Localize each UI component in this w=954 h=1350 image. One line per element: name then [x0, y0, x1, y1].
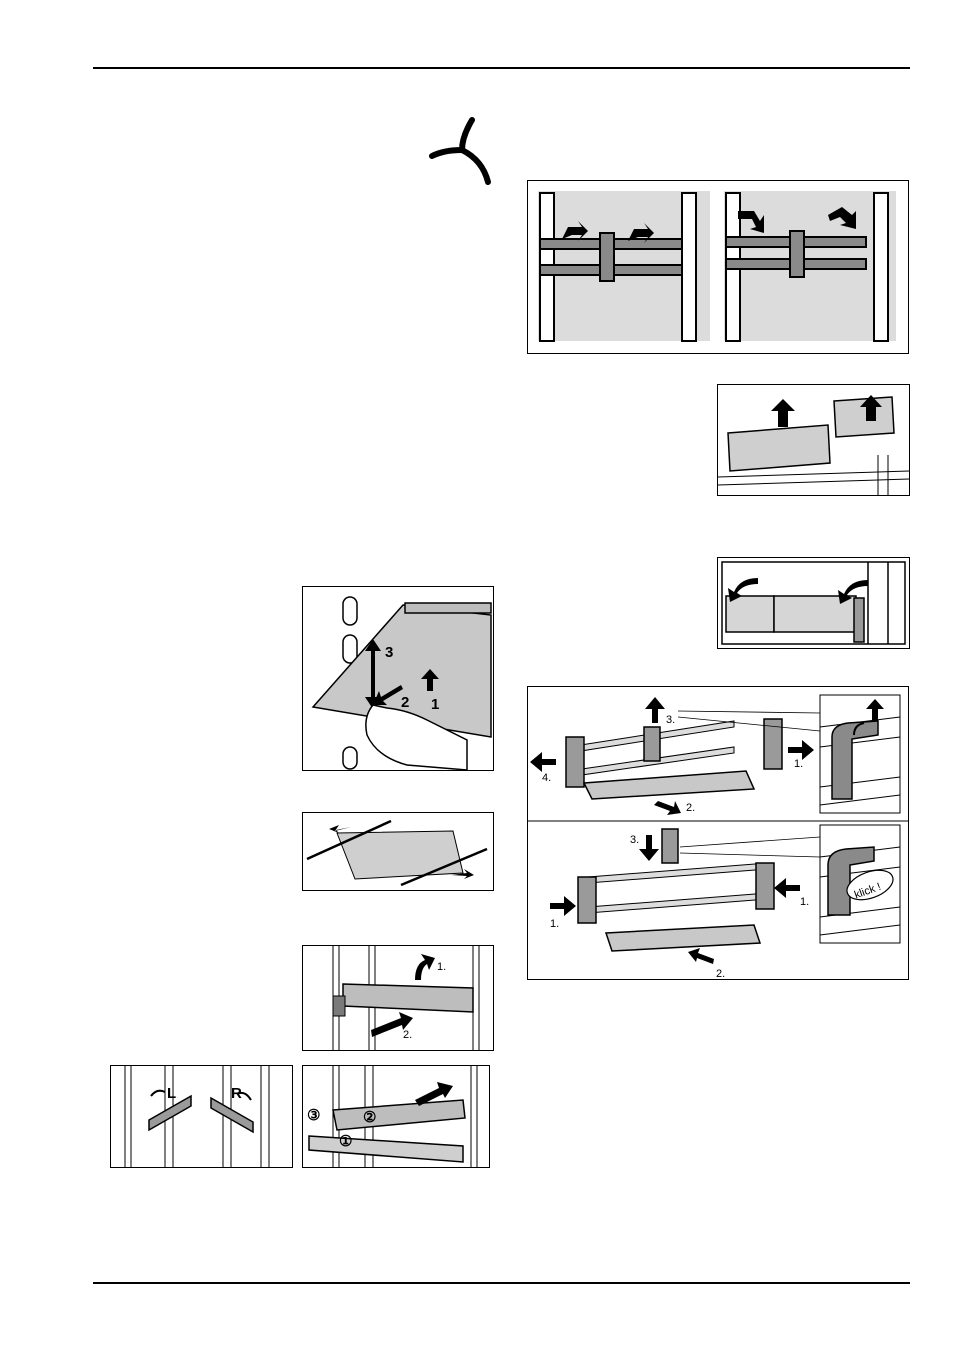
step-label: 1.	[794, 758, 803, 770]
step-label: 4.	[542, 772, 551, 784]
step-label: ①	[339, 1133, 352, 1150]
step-label: 2.	[686, 802, 695, 814]
figure-shelf-glass-parts: ③ ② ①	[302, 1065, 490, 1168]
figure-shelf-mount: 1. 2.	[302, 945, 494, 1051]
figure-shelf-rails-split	[302, 812, 494, 891]
figure-door-boxes-lift	[717, 384, 910, 496]
step-label: 1	[431, 696, 439, 713]
step-label: 2	[401, 694, 409, 711]
swivel-icon	[428, 116, 494, 186]
step-label: L	[167, 1085, 176, 1102]
step-label: ②	[363, 1109, 376, 1126]
step-label: 1.	[550, 918, 559, 930]
door-rack-remove-panel: 3. 4. 1. 2.	[530, 695, 900, 815]
step-label: R	[231, 1085, 242, 1102]
figure-shelf-supports-lr: L R	[110, 1065, 293, 1168]
figure-door-box-tilt	[717, 557, 910, 649]
step-label: ③	[307, 1107, 320, 1124]
step-label: 3.	[666, 714, 675, 726]
step-label: 3	[385, 644, 393, 661]
footer-rule	[93, 1282, 910, 1284]
step-label: 1.	[800, 896, 809, 908]
step-label: 2.	[403, 1029, 412, 1041]
figure-door-shelf-bracket	[527, 180, 909, 354]
step-label: 3.	[630, 834, 639, 846]
step-label: 2.	[716, 968, 725, 979]
door-rack-assemble-panel: 3. 1. 1. 2. klick !	[550, 825, 900, 979]
figure-door-rack: 3. 4. 1. 2. 3. 1.	[527, 686, 909, 980]
step-label: 1.	[437, 961, 446, 973]
figure-shelf-insert: 3 2 1	[302, 586, 494, 771]
header-rule	[93, 67, 910, 69]
